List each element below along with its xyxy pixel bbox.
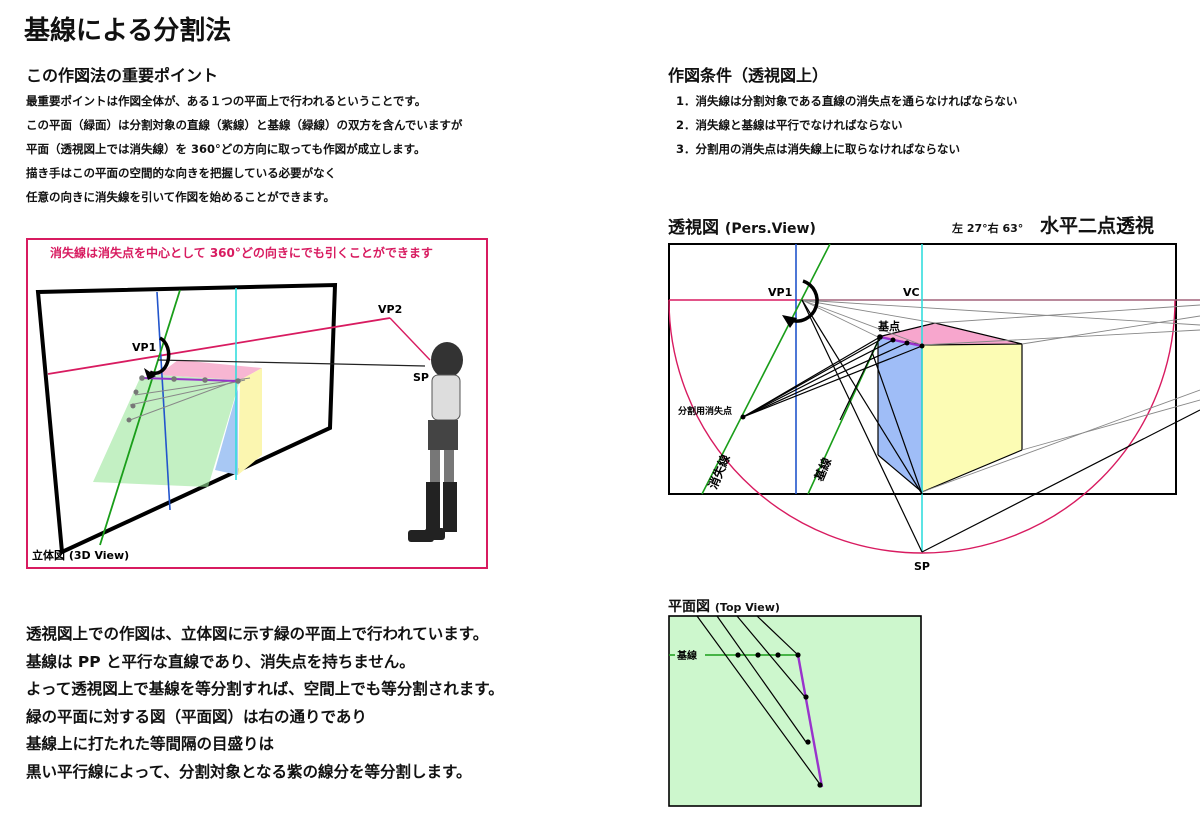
cube-right-face bbox=[922, 344, 1022, 492]
page-title: 基線による分割法 bbox=[24, 16, 232, 46]
rotation-arrow-icon bbox=[789, 279, 819, 323]
view3d-vp2-label: VP2 bbox=[378, 303, 402, 316]
persp-angles: 左 27°右 63° bbox=[952, 222, 1024, 235]
cube-left-face bbox=[215, 388, 238, 475]
persp-sp-label: SP bbox=[914, 560, 930, 573]
rotation-arrowhead-icon bbox=[144, 368, 156, 380]
conditions-heading: 作図条件（透視図上） bbox=[668, 66, 829, 85]
vp2-connector bbox=[389, 317, 431, 361]
topview-heading: 平面図 (Top View) bbox=[668, 596, 780, 616]
viewing-circle-arc bbox=[668, 299, 1176, 554]
sight-line bbox=[157, 359, 426, 367]
key-points-heading: この作図法の重要ポイント bbox=[26, 66, 219, 85]
rotation-arrowhead-icon bbox=[782, 315, 797, 328]
purple-segment bbox=[141, 377, 239, 382]
horizon-line bbox=[47, 317, 391, 375]
persp-diagram: VP1 VC 基点 分割用消失点 消失線 基線 SP bbox=[668, 243, 1200, 573]
key-point-line: 最重要ポイントは作図全体が、ある１つの平面上で行われるということです。 bbox=[26, 94, 427, 108]
explanation-line: 基線は PP と平行な直線であり、消失点を持ちません。 bbox=[26, 652, 415, 671]
topview-purple-segment bbox=[796, 654, 824, 788]
topview-baseline-label: 基線 bbox=[676, 649, 697, 662]
explanation-line: 黒い平行線によって、分割対象となる紫の線分を等分割します。 bbox=[26, 762, 472, 781]
right-vp-rays bbox=[801, 299, 1200, 493]
division-lines bbox=[742, 299, 1200, 553]
topview-diagram: 基線 bbox=[668, 615, 922, 807]
view3d-sp-label: SP bbox=[413, 371, 429, 384]
condition-item: 1．消失線は分割対象である直線の消失点を通らなければならない bbox=[676, 94, 1018, 108]
persp-vc-label: VC bbox=[903, 286, 920, 299]
green-plane bbox=[93, 375, 240, 487]
view3d-label: 立体図 (3D View) bbox=[32, 548, 129, 562]
division-line bbox=[129, 379, 246, 406]
persp-type: 水平二点透視 bbox=[1040, 215, 1155, 237]
key-point-line: 平面（透視図上では消失線）を 360°どの方向に取っても作図が成立します。 bbox=[26, 142, 426, 156]
view3d-frame bbox=[26, 238, 488, 569]
condition-item: 3．分割用の消失点は消失線上に取らなければならない bbox=[676, 142, 960, 156]
division-dots bbox=[740, 334, 925, 420]
persp-heading: 透視図 (Pers.View) bbox=[668, 213, 816, 238]
green-vanishing-line bbox=[99, 289, 181, 546]
topview-frame bbox=[668, 615, 922, 807]
person-figure-icon bbox=[408, 342, 463, 542]
persp-baseline-point-label: 基点 bbox=[877, 319, 900, 333]
key-point-line: この平面（緑面）は分割対象の直線（紫線）と基線（緑線）の双方を含んでいますが bbox=[26, 118, 463, 132]
division-line bbox=[129, 380, 236, 421]
explanation-line: 透視図上での作図は、立体図に示す緑の平面上で行われています。 bbox=[26, 625, 489, 643]
key-point-line: 任意の向きに消失線を引いて作図を始めることができます。 bbox=[26, 190, 336, 204]
view3d-diagram: 消失線は消失点を中心として 360°どの向きにでも引くことができます VP1 V… bbox=[26, 238, 488, 569]
explanation-line: 緑の平面に対する図（平面図）は右の通りであり bbox=[26, 707, 367, 726]
rotation-arrow-icon bbox=[149, 336, 171, 375]
topview-heading-main: 平面図 bbox=[668, 599, 710, 615]
conditions-list: 1．消失線は分割対象である直線の消失点を通らなければならない 2．消失線と基線は… bbox=[676, 89, 1017, 161]
explanation-text: 透視図上での作図は、立体図に示す緑の平面上で行われています。 基線は PP と平… bbox=[26, 621, 504, 786]
key-point-line: 描き手はこの平面の空間的な向きを把握している必要がなく bbox=[26, 166, 337, 180]
persp-heading-main: 透視図 bbox=[668, 218, 719, 238]
topview-parallel-lines bbox=[696, 615, 823, 788]
topview-dots bbox=[735, 652, 823, 788]
cube-left-face bbox=[878, 337, 922, 492]
key-points-text: 最重要ポイントは作図全体が、ある１つの平面上で行われるということです。 この平面… bbox=[26, 89, 462, 209]
explanation-line: よって透視図上で基線を等分割すれば、空間上でも等分割されます。 bbox=[26, 680, 504, 698]
persp-division-vp-label: 分割用消失点 bbox=[678, 405, 732, 417]
topview-heading-sub: (Top View) bbox=[714, 601, 780, 614]
persp-heading-sub: (Pers.View) bbox=[724, 221, 816, 237]
blue-vertical bbox=[156, 291, 171, 511]
topview-baseline-label-bg bbox=[675, 648, 705, 662]
explanation-line: 基線上に打たれた等間隔の目盛りは bbox=[26, 735, 275, 753]
cube-right-face bbox=[238, 368, 262, 475]
view3d-caption: 消失線は消失点を中心として 360°どの向きにでも引くことができます bbox=[50, 245, 433, 260]
condition-item: 2．消失線と基線は平行でなければならない bbox=[676, 118, 903, 132]
purple-segment bbox=[879, 335, 923, 348]
view3d-vp1-label: VP1 bbox=[132, 341, 156, 354]
persp-vp1-label: VP1 bbox=[768, 286, 792, 299]
division-dots bbox=[126, 375, 241, 423]
